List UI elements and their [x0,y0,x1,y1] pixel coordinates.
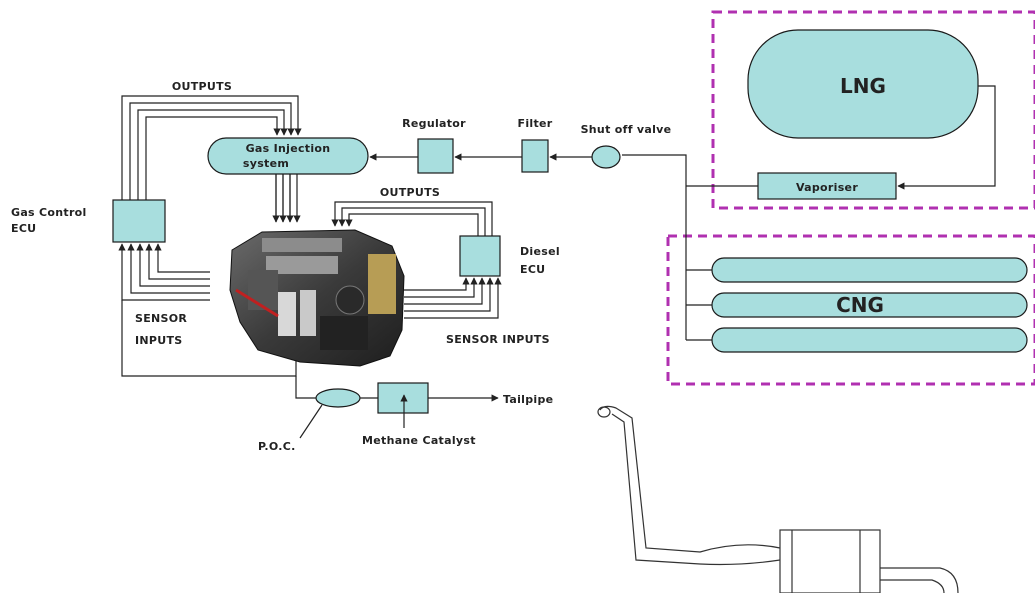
sensor-right-wire-2 [404,278,490,311]
filter-box [522,140,548,172]
vaporiser-label: Vaporiser [796,181,858,194]
outputs-diesel-label: OUTPUTS [380,186,440,199]
injection-to-engine-wires [276,174,297,222]
diesel-ecu-label-line1: Diesel [520,245,560,258]
poc-box [316,389,360,407]
cng-tank-1 [712,258,1027,282]
sensor-right-wire-1 [404,278,498,318]
cng-label: CNG [836,293,884,317]
sensor-right-wire-4 [404,278,474,297]
engine-image [230,230,404,366]
sensor-right-wire-3 [404,278,482,304]
regulator-box [418,139,453,173]
gas-injection-label-line2: system [243,157,289,170]
sensor-inputs-left-line1: SENSOR [135,312,187,325]
tailpipe-illustration [598,406,958,593]
poc-label: P.O.C. [258,440,296,453]
gas-control-label-line1: Gas Control [11,206,87,219]
cng-tank-3 [712,328,1027,352]
sensor-left-wire-3 [140,244,210,286]
diesel-ecu-box [460,236,500,276]
exhaust-line [296,376,316,398]
sensor-inputs-left-line2: INPUTS [135,334,183,347]
sensor-inputs-right-label: SENSOR INPUTS [446,333,550,346]
shut-off-valve [592,146,620,168]
methane-catalyst-box [378,383,428,413]
tailpipe-label: Tailpipe [503,393,553,406]
sensor-left-wire-5 [158,244,210,272]
outputs-diesel-wire-2 [342,208,485,236]
poc-leader [300,405,322,438]
methane-catalyst-label: Methane Catalyst [362,434,476,447]
filter-label: Filter [518,117,553,130]
diesel-ecu-label-line2: ECU [520,263,545,276]
regulator-label: Regulator [402,117,466,130]
lng-label: LNG [840,74,886,98]
gas-control-label-line2: ECU [11,222,36,235]
outputs-diesel-wire-3 [349,214,478,236]
outputs-top-label: OUTPUTS [172,80,232,93]
gas-control-ecu-box [113,200,165,242]
gas-injection-label-line1: Gas Injection [246,142,331,155]
sensor-right-wire-5 [404,278,466,290]
outputs-diesel-wire-1 [335,202,492,236]
shut-off-valve-label: Shut off valve [581,123,672,136]
